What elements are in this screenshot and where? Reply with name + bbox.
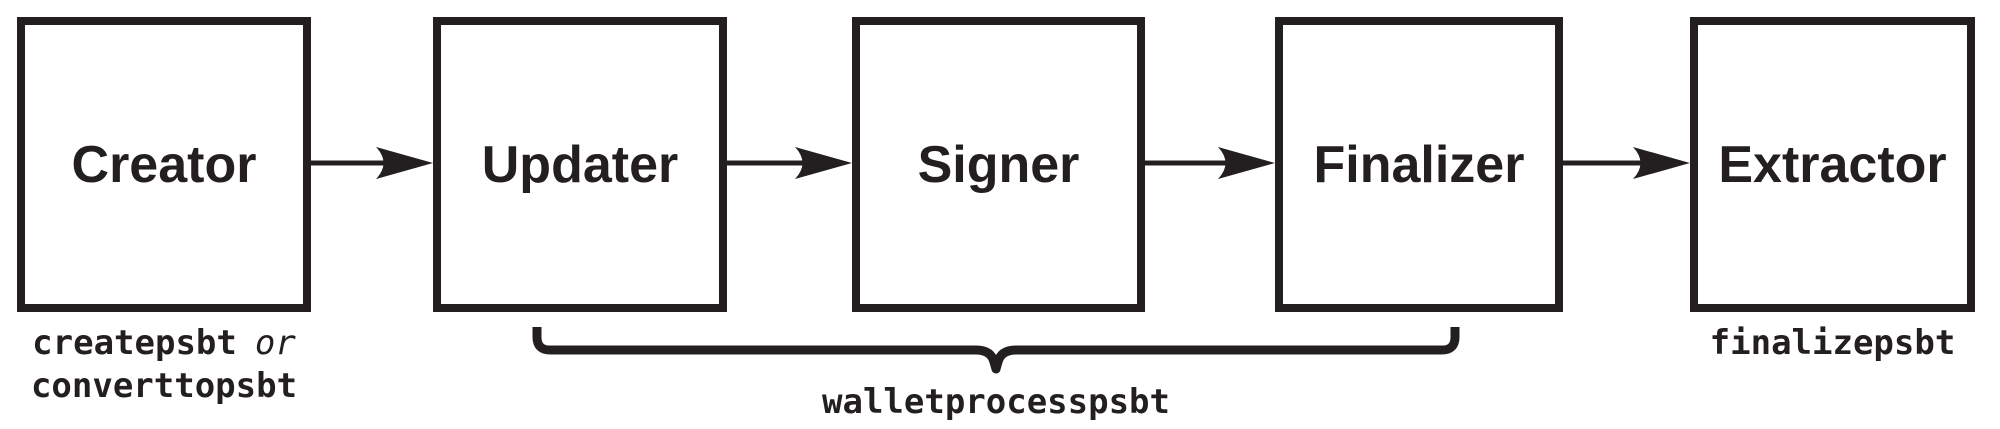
box-creator-label: Creator [71, 135, 257, 194]
creator-caption-line1: createpsbt or [17, 322, 311, 365]
creator-caption: createpsbt or converttopsbt [17, 322, 311, 408]
box-signer-label: Signer [917, 135, 1080, 194]
extractor-caption: finalizepsbt [1690, 322, 1975, 365]
arrow-right-icon [1563, 147, 1690, 179]
creator-command-1: createpsbt [32, 323, 237, 363]
box-signer: Signer [852, 17, 1145, 312]
arrow-head [376, 147, 433, 179]
curly-brace-path [532, 327, 1460, 374]
arrow-right-icon [727, 147, 852, 179]
brace-label: walletprocesspsbt [696, 381, 1296, 424]
box-extractor: Extractor [1690, 17, 1975, 312]
arrow-head [1633, 147, 1690, 179]
curly-brace-icon [532, 327, 1460, 374]
extractor-command: finalizepsbt [1709, 323, 1956, 363]
arrow-head [795, 147, 852, 179]
box-updater-label: Updater [481, 135, 679, 194]
arrow-head [1218, 147, 1275, 179]
creator-conjunction: or [254, 323, 296, 363]
arrow-right-icon [311, 147, 433, 179]
box-updater: Updater [433, 17, 727, 312]
box-finalizer: Finalizer [1275, 17, 1563, 312]
box-creator: Creator [17, 17, 311, 312]
box-extractor-label: Extractor [1718, 135, 1947, 194]
creator-command-2: converttopsbt [30, 366, 298, 406]
arrow-right-icon [1145, 147, 1275, 179]
brace-command: walletprocesspsbt [822, 382, 1170, 422]
creator-caption-line2: converttopsbt [17, 365, 311, 408]
box-finalizer-label: Finalizer [1313, 135, 1525, 194]
